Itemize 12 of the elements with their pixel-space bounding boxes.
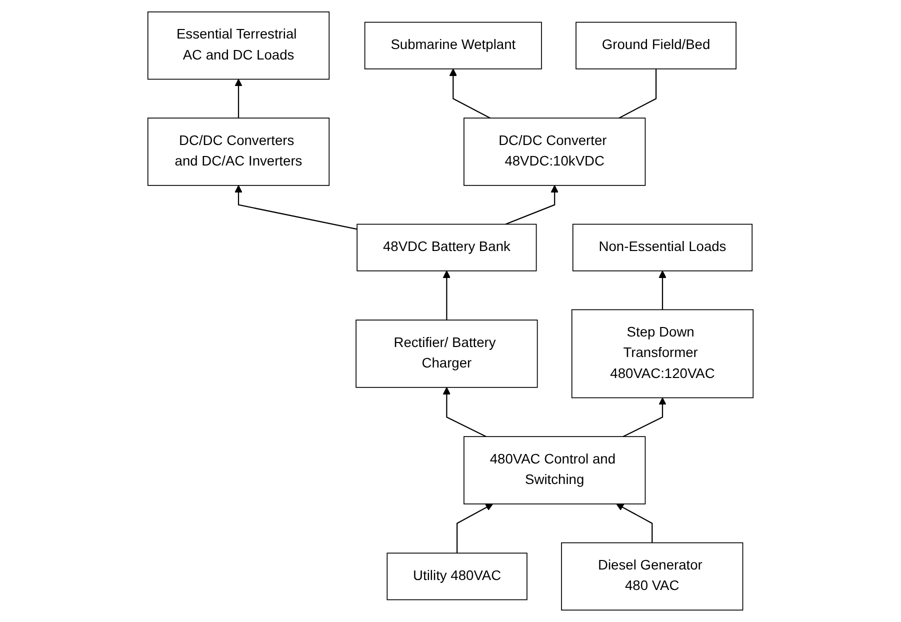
process-box: Utility 480VAC xyxy=(386,552,528,600)
process-box: 480VAC Control and Switching xyxy=(464,436,646,504)
process-box: Step Down Transformer 480VAC:120VAC xyxy=(571,309,754,398)
process-box: Non-Essential Loads xyxy=(572,224,753,272)
process-box: DC/DC Converters and DC/AC Inverters xyxy=(147,118,330,186)
process-box: Essential Terrestrial AC and DC Loads xyxy=(147,11,330,80)
process-box: Submarine Wetplant xyxy=(364,22,542,70)
process-box: 48VDC Battery Bank xyxy=(356,224,537,272)
process-box: Rectifier/ Battery Charger xyxy=(356,320,538,388)
process-box: DC/DC Converter 48VDC:10kVDC xyxy=(464,118,646,186)
process-box: Diesel Generator 480 VAC xyxy=(561,542,744,611)
process-box: Ground Field/Bed xyxy=(576,22,736,70)
